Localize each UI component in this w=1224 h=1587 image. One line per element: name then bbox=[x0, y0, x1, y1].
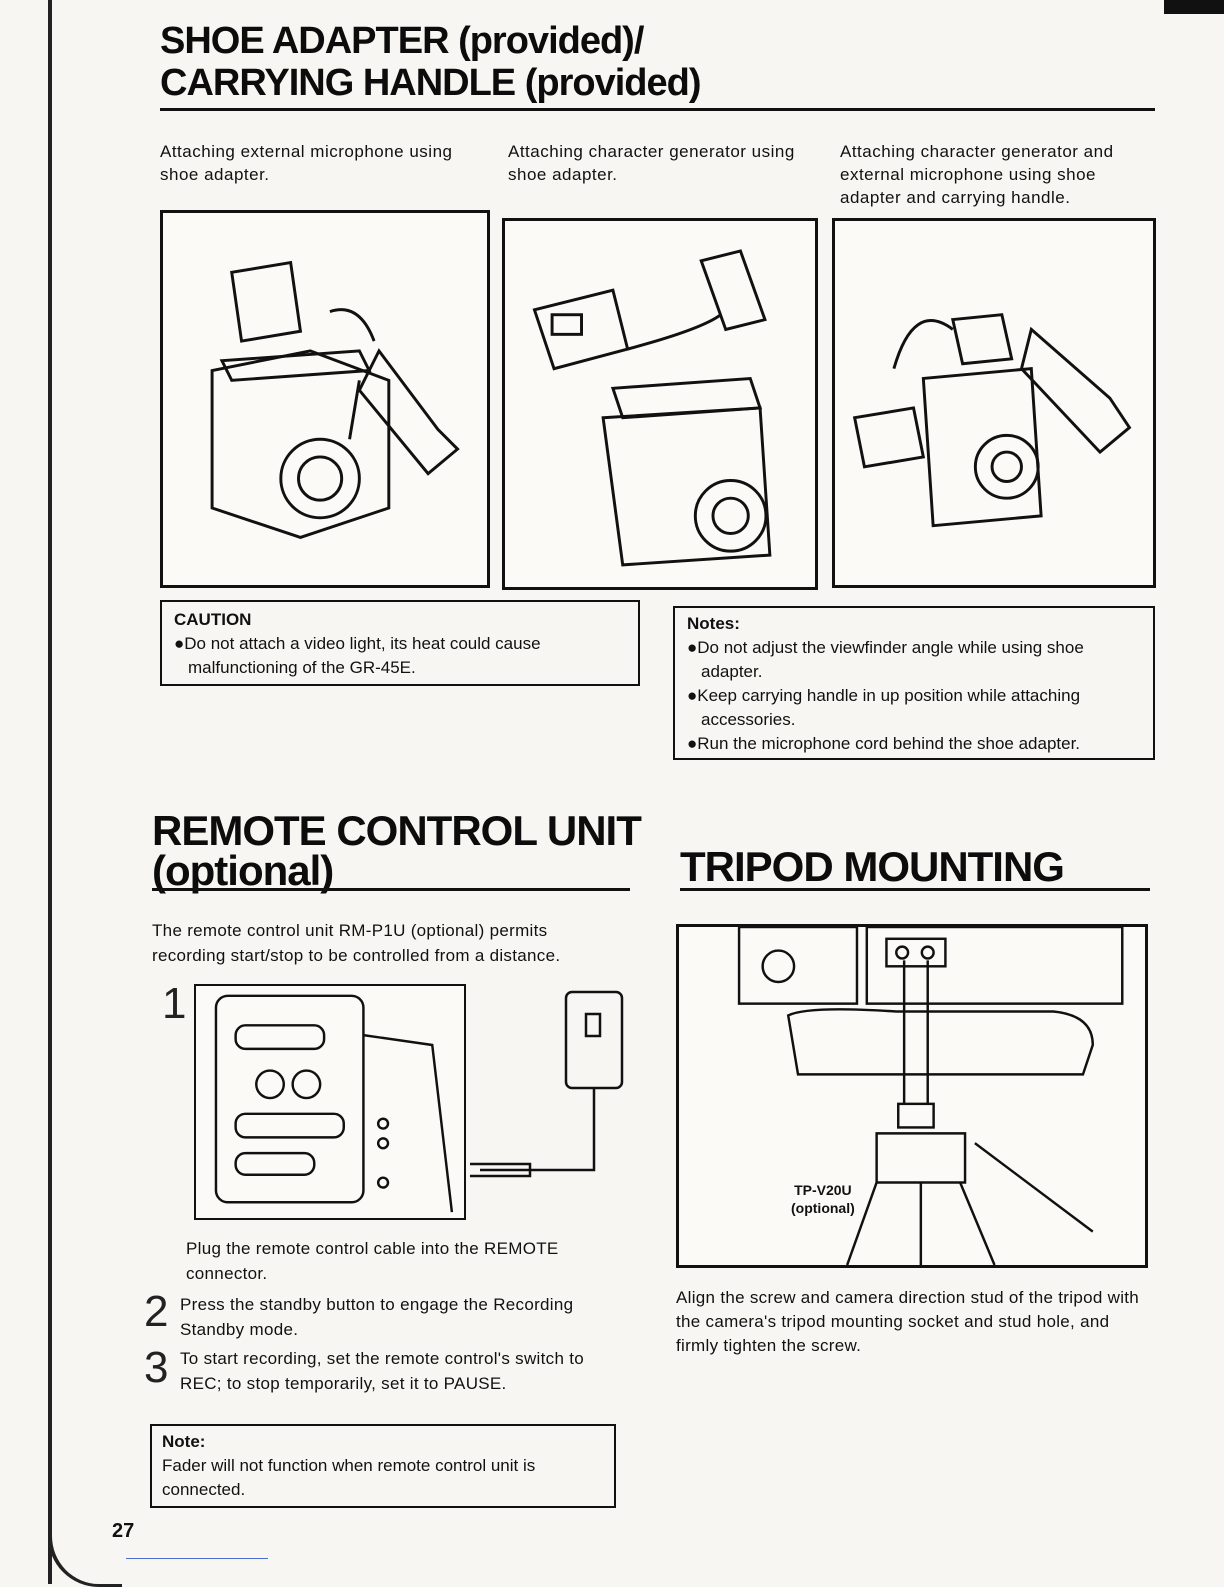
notes-item: ●Run the microphone cord behind the shoe… bbox=[687, 734, 1081, 753]
page-number: 27 bbox=[112, 1520, 135, 1542]
step-2-text: Press the standby button to engage the R… bbox=[180, 1295, 574, 1339]
notes-title: Notes: bbox=[687, 614, 740, 633]
tripod-title-rule bbox=[680, 888, 1150, 891]
figure-remote-connector bbox=[194, 984, 466, 1220]
step-2-number: 2 bbox=[144, 1287, 169, 1336]
camera-cg-illustration bbox=[532, 249, 772, 567]
note-title: Note: bbox=[162, 1432, 206, 1451]
page-curl bbox=[48, 1536, 122, 1587]
shoe-title-rule bbox=[160, 108, 1155, 111]
remote-title-line1: REMOTE CONTROL UNIT bbox=[152, 807, 642, 854]
step-1-number: 1 bbox=[162, 979, 187, 1028]
figure-camera-with-cg-and-microphone bbox=[832, 218, 1156, 588]
figure-tripod-mounting: TP-V20U (optional) bbox=[676, 924, 1148, 1268]
note-text: Fader will not function when remote cont… bbox=[162, 1456, 536, 1499]
tripod-illustration bbox=[737, 927, 1124, 1265]
remote-connector-illustration bbox=[214, 994, 454, 1213]
remote-title-rule bbox=[152, 888, 630, 891]
tripod-instructions: Align the screw and camera direction stu… bbox=[676, 1288, 1140, 1355]
camera-cg-microphone-illustration bbox=[852, 313, 1132, 528]
remote-control-unit-drawing bbox=[470, 984, 630, 1184]
notes-item: ●Keep carrying handle in up position whi… bbox=[687, 686, 1081, 729]
caution-text: ●Do not attach a video light, its heat c… bbox=[174, 634, 541, 677]
remote-intro-text: The remote control unit RM-P1U (optional… bbox=[152, 921, 561, 965]
remote-unit-icon bbox=[470, 990, 624, 1178]
page-binding-edge bbox=[48, 0, 52, 1584]
footer-line bbox=[126, 1558, 268, 1559]
caption-cg-and-microphone: Attaching character generator and extern… bbox=[840, 142, 1114, 207]
figure-camera-with-microphone bbox=[160, 210, 490, 588]
shoe-title-line1: SHOE ADAPTER (provided)/ bbox=[160, 20, 644, 62]
remote-title-line2: (optional) bbox=[152, 847, 334, 894]
caption-character-generator: Attaching character generator using shoe… bbox=[508, 142, 795, 184]
figure-camera-with-character-generator bbox=[502, 218, 818, 590]
step-3-text: To start recording, set the remote contr… bbox=[180, 1349, 584, 1393]
camera-microphone-illustration bbox=[210, 260, 460, 539]
step-1-text: Plug the remote control cable into the R… bbox=[186, 1239, 559, 1283]
tripod-title: TRIPOD MOUNTING bbox=[680, 843, 1065, 890]
step-3-number: 3 bbox=[144, 1343, 169, 1392]
notes-item: ●Do not adjust the viewfinder angle whil… bbox=[687, 638, 1084, 681]
caution-box: CAUTION ●Do not attach a video light, it… bbox=[160, 600, 640, 686]
tripod-model-label: TP-V20U (optional) bbox=[791, 1181, 855, 1217]
notes-box: Notes: ●Do not adjust the viewfinder ang… bbox=[673, 606, 1155, 760]
caution-title: CAUTION bbox=[174, 610, 252, 629]
note-box: Note: Fader will not function when remot… bbox=[150, 1424, 616, 1508]
shoe-title-line2: CARRYING HANDLE (provided) bbox=[160, 62, 701, 104]
caption-microphone: Attaching external microphone using shoe… bbox=[160, 142, 453, 184]
tripod-model-optional: (optional) bbox=[791, 1200, 855, 1216]
page-corner-shadow bbox=[1164, 0, 1224, 14]
tripod-model-name: TP-V20U bbox=[794, 1182, 852, 1198]
